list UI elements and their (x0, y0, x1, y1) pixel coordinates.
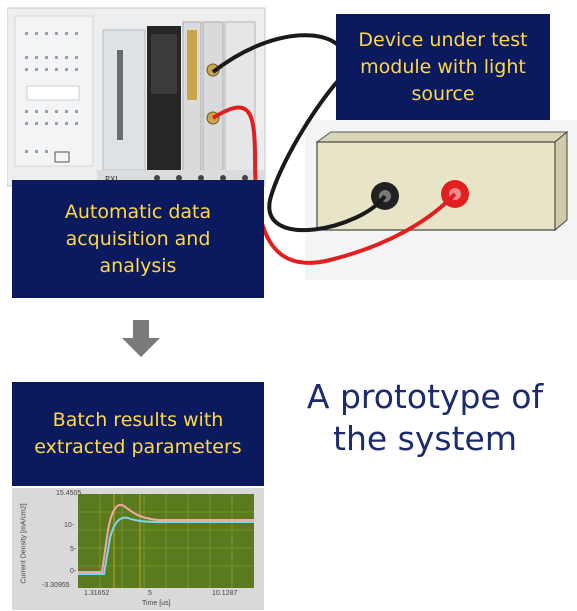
plot-xtick: 10.1287 (212, 590, 238, 597)
pxi-chassis-photo: PXI (7, 7, 266, 187)
plot-ylabel: Current Density [mA/cm2] (20, 503, 28, 584)
device-under-test-label: Device under test module with light sour… (336, 14, 550, 120)
system-caption: A prototype of the system (306, 377, 544, 458)
plot-ytick: 0- (70, 568, 77, 575)
chassis-label: PXI (105, 175, 118, 184)
plot-area (78, 494, 254, 588)
plot-ytick-bottom: -3.30955 (42, 582, 70, 589)
batch-results-text: Batch results with extracted parameters (34, 409, 242, 458)
result-plot: Current Density [mA/cm2] 15.4505 10- 5- … (12, 488, 264, 610)
automatic-daq-label: Automatic data acquisition and analysis (12, 180, 264, 298)
plot-xtick: 1.31652 (84, 590, 110, 597)
automatic-daq-text: Automatic data acquisition and analysis (64, 200, 212, 277)
batch-results-label: Batch results with extracted parameters (12, 382, 264, 486)
plot-ytick: 10- (64, 522, 75, 529)
plot-xtick: 5 (148, 590, 152, 597)
device-box (305, 120, 577, 280)
plot-ytick: 5- (70, 546, 77, 553)
device-under-test-text: Device under test module with light sour… (358, 28, 528, 105)
plot-ytick-top: 15.4505 (56, 490, 82, 497)
down-arrow-icon (122, 320, 160, 357)
plot-xlabel: Time [us] (142, 600, 171, 607)
